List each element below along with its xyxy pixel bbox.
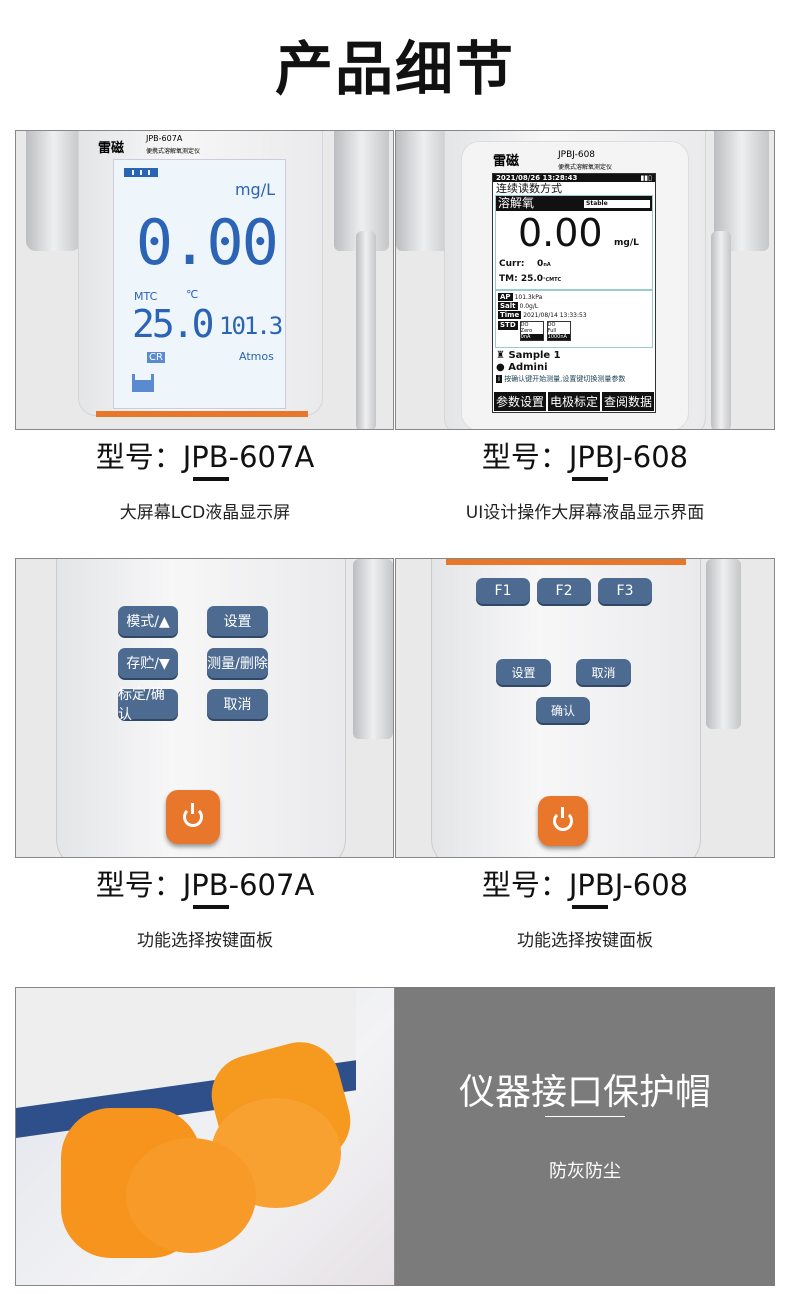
param: 溶解氧 <box>498 196 535 210</box>
caps-info-panel: 仪器接口保护帽 防灰防尘 <box>395 987 775 1286</box>
underline <box>193 905 229 909</box>
desc-608: UI设计操作大屏幕液晶显示界面 <box>465 503 705 523</box>
model-caption-607a: 型号：JPB-607A <box>95 440 315 474</box>
softkey-data[interactable]: 查阅数据 <box>602 392 654 411</box>
power-icon <box>553 807 573 831</box>
curr-label: Curr: <box>499 259 525 269</box>
curr-value: 0 <box>537 259 544 269</box>
settings-key[interactable]: 设置 <box>496 659 551 685</box>
page-title: 产品细节 <box>274 35 515 103</box>
underline <box>193 477 229 481</box>
store-down-key[interactable]: 存贮/▼ <box>118 648 178 678</box>
softkey-calibrate[interactable]: 电极标定 <box>548 392 600 411</box>
stable-indicator: Stable <box>584 199 650 208</box>
curr-unit: nA <box>543 262 551 268</box>
protective-caps-photo <box>15 987 395 1286</box>
desc-keypad-607a: 功能选择按键面板 <box>137 931 273 951</box>
device-name: 便携式溶解氧测定仪 <box>146 148 201 155</box>
measure-delete-key[interactable]: 测量/删除 <box>207 648 268 678</box>
lcd-screen: mg/L 0.00 MTC ℃ 25.0 101.3 CR Atmos <box>113 159 286 409</box>
temperature: 25.0 <box>132 302 214 346</box>
user-name: Admini <box>508 362 548 373</box>
clip <box>396 131 451 251</box>
power-button[interactable] <box>538 796 588 846</box>
battery-icon <box>124 168 158 177</box>
unit: mg/L <box>614 238 639 248</box>
sample-icon: ♜ <box>496 350 505 361</box>
datetime: 2021/08/26 13:28:43 <box>496 174 578 182</box>
probe-cable <box>356 231 376 429</box>
orange-trim <box>446 559 686 565</box>
ap-label: AP <box>498 293 513 301</box>
underline <box>572 905 608 909</box>
tm-value: 25.0 <box>520 274 544 284</box>
device-model: JPB-607A <box>146 134 183 143</box>
desc-keypad-608: 功能选择按键面板 <box>517 931 653 951</box>
model-caption-608: 型号：JPBJ-608 <box>481 440 689 474</box>
brand-logo: 雷磁 <box>98 141 125 156</box>
user-icon: ● <box>496 362 505 373</box>
f1-key[interactable]: F1 <box>476 578 530 604</box>
mode-up-key[interactable]: 模式/▲ <box>118 606 178 636</box>
power-icon <box>183 803 203 827</box>
f2-key[interactable]: F2 <box>537 578 591 604</box>
temp-mode: MTC <box>134 290 158 303</box>
ap-value: 101.3kPa <box>514 294 543 301</box>
mode: 连续读数方式 <box>496 182 562 195</box>
salt-label: Salt <box>498 302 518 310</box>
device-name: 便携式溶解氧测定仪 <box>558 164 613 171</box>
calibrate-confirm-key[interactable]: 标定/确认 <box>118 687 178 723</box>
confirm-key[interactable]: 确认 <box>536 697 590 723</box>
model-caption-607a: 型号：JPB-607A <box>95 868 315 902</box>
pressure-unit: Atmos <box>239 350 274 363</box>
caps-desc: 防灰防尘 <box>549 1161 621 1182</box>
orange-trim <box>96 411 308 417</box>
unit: mg/L <box>234 180 275 199</box>
cap <box>126 1138 256 1253</box>
temp-unit: ℃ <box>186 288 199 301</box>
probe <box>353 559 393 739</box>
lcd-photo-607a: 雷磁 JPB-607A 便携式溶解氧测定仪 mg/L 0.00 MTC ℃ 25… <box>15 130 394 430</box>
cr-label: CR <box>147 352 165 363</box>
hint: 按确认键开始测量,设置键切换测量参数 <box>504 375 626 383</box>
salt-value: 0.0g/L <box>519 303 539 310</box>
probe <box>706 559 741 729</box>
reading: 0.00 <box>135 206 279 279</box>
reading: 0.00 <box>518 211 603 255</box>
std-label: STD <box>498 321 518 330</box>
clip <box>26 131 81 251</box>
caps-title: 仪器接口保护帽 <box>458 1072 711 1113</box>
time-value: 2021/08/14 13:33:53 <box>523 312 587 319</box>
tm-unit: ℃MTC <box>543 277 562 283</box>
sample-name: Sample 1 <box>508 350 561 361</box>
cancel-key[interactable]: 取消 <box>207 689 268 719</box>
pressure: 101.3 <box>219 312 283 340</box>
battery-icon: ▮▮▯ <box>640 174 652 182</box>
device-model: JPBJ-608 <box>558 150 596 160</box>
brand-logo: 雷磁 <box>493 154 520 169</box>
beaker-icon <box>132 374 154 392</box>
probe-cable <box>711 231 731 429</box>
power-button[interactable] <box>166 790 220 844</box>
model-caption-608: 型号：JPBJ-608 <box>481 868 689 902</box>
softkey-settings[interactable]: 参数设置 <box>494 392 546 411</box>
settings-key[interactable]: 设置 <box>207 606 268 636</box>
time-label: Time <box>498 311 522 319</box>
underline <box>572 477 608 481</box>
divider <box>545 1116 625 1117</box>
tm-label: TM: <box>499 274 518 284</box>
f3-key[interactable]: F3 <box>598 578 652 604</box>
desc-607a: 大屏幕LCD液晶显示屏 <box>119 503 291 523</box>
info-icon: i <box>496 375 502 383</box>
cancel-key[interactable]: 取消 <box>576 659 631 685</box>
